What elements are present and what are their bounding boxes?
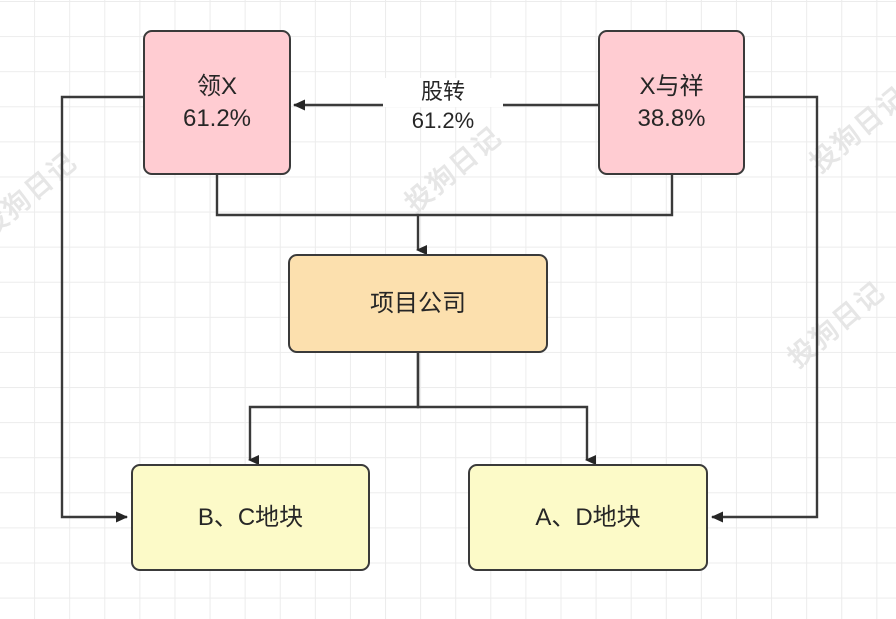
- edge-lingx-to-bc: [60, 95, 143, 523]
- node-label-line1: B、C地块: [197, 503, 304, 531]
- edge-xyuxiang-to-company: [418, 175, 674, 217]
- edge-label-line2: 61.2%: [411, 107, 475, 133]
- node-label-line2: 38.8%: [637, 104, 706, 132]
- node-plot-ad[interactable]: A、D地块: [468, 464, 708, 571]
- node-plot-bc[interactable]: B、C地块: [131, 464, 370, 571]
- edge-label-transfer: 股转 61.2%: [383, 78, 503, 135]
- node-x-yu-xiang[interactable]: X与祥 38.8%: [598, 30, 745, 175]
- edge-company-to-ad: [416, 353, 596, 465]
- edge-xyuxiang-to-ad: [711, 95, 819, 523]
- node-label-line1: X与祥: [639, 72, 704, 100]
- node-ling-x[interactable]: 领X 61.2%: [143, 30, 291, 175]
- node-project-company[interactable]: 项目公司: [288, 254, 548, 353]
- edge-company-to-bc: [248, 353, 420, 465]
- node-label-line1: 领X: [196, 72, 237, 100]
- node-label-line1: A、D地块: [535, 503, 641, 531]
- node-label-line1: 项目公司: [370, 289, 466, 317]
- edge-lingx-to-company: [215, 175, 418, 217]
- edge-label-line1: 股转: [383, 78, 503, 107]
- node-label-line2: 61.2%: [182, 104, 252, 132]
